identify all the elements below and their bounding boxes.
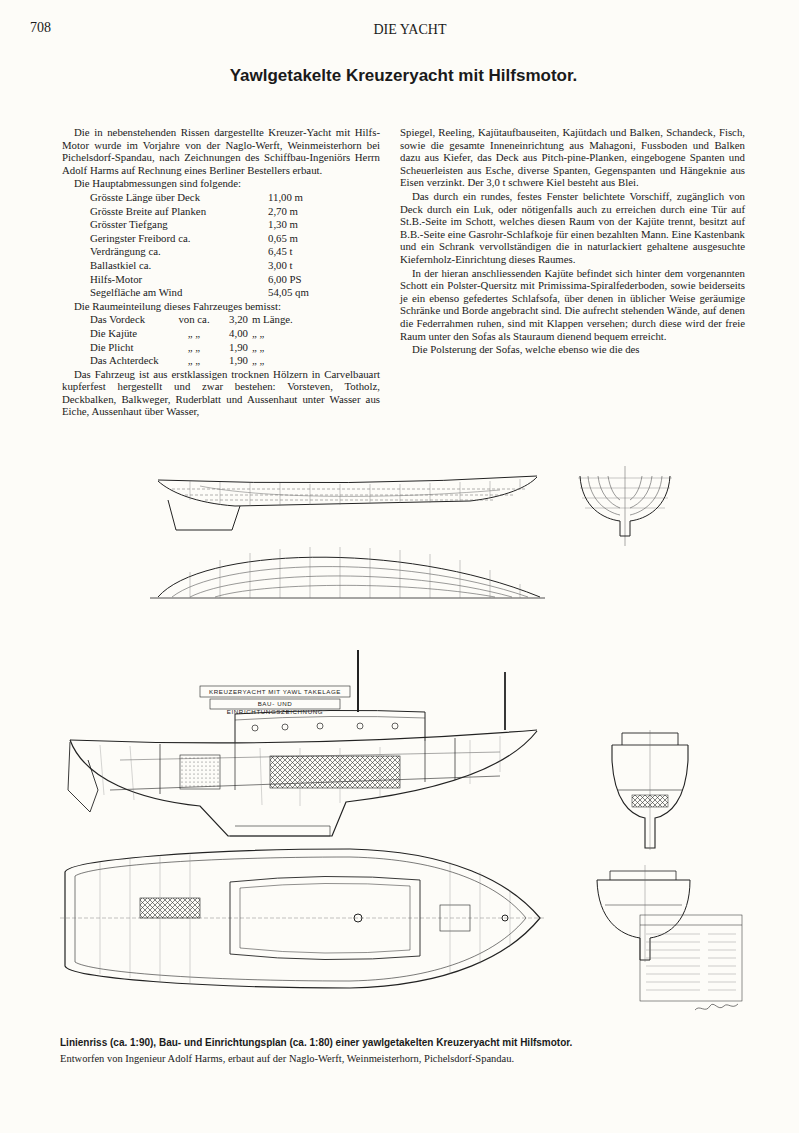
table-cell: „ „ <box>252 341 312 354</box>
table-key: Segelfläche am Wind <box>90 286 262 299</box>
table-cell: „ „ <box>252 327 312 340</box>
table-value: 2,70 m <box>268 205 338 218</box>
body-paragraph: Das Fahrzeug ist aus erstklassigen trock… <box>62 368 380 418</box>
table-key: Geringster Freibord ca. <box>90 232 262 245</box>
table-key: Grösste Länge über Deck <box>90 191 262 204</box>
table-key: Grösste Breite auf Planken <box>90 205 262 218</box>
section-heading: Die Raumeinteilung dieses Fahrzeuges bem… <box>62 300 380 313</box>
table-key: Hilfs-Motor <box>90 273 262 286</box>
table-value: 54,05 qm <box>268 286 338 299</box>
lines-body-plan <box>578 466 672 546</box>
caption-credit: Entworfen von Ingenieur Adolf Harms, erb… <box>60 1052 760 1065</box>
midship-section <box>612 730 688 850</box>
construction-plan-view <box>60 849 545 988</box>
table-cell: von ca. <box>172 313 216 326</box>
table-key: Die Kajüte <box>90 327 170 340</box>
body-paragraph: In der hieran anschliessenden Kajüte bef… <box>400 267 745 343</box>
table-value: 11,00 m <box>268 191 338 204</box>
table-key: Die Plicht <box>90 341 170 354</box>
page-number: 708 <box>30 20 70 36</box>
dimension-table <box>640 915 742 1001</box>
table-cell: „ „ <box>172 341 216 354</box>
lines-profile <box>158 476 537 530</box>
table-cell: m Länge. <box>252 313 312 326</box>
signature-scribble <box>695 1004 738 1010</box>
table-cell: „ „ <box>172 354 216 367</box>
body-paragraph: Die Polsterung der Sofas, welche ebenso … <box>400 343 745 356</box>
table-value: 1,90 <box>216 341 248 354</box>
journal-header: DIE YACHT <box>300 22 520 38</box>
table-value: 1,30 m <box>268 218 338 231</box>
article-title: Yawlgetakelte Kreuzeryacht mit Hilfsmoto… <box>62 66 745 86</box>
body-paragraph: Das durch ein rundes, festes Fenster bel… <box>400 190 745 266</box>
table-value: 4,00 <box>216 327 248 340</box>
table-value: 6,45 t <box>268 245 338 258</box>
table-key: Verdrängung ca. <box>90 245 262 258</box>
table-key: Das Achterdeck <box>90 354 170 367</box>
drawing-subtitle: BAU- UND EINRICHTUNGSZEICHNUNG <box>210 700 340 716</box>
construction-profile <box>68 650 537 836</box>
table-key: Ballastkiel ca. <box>90 259 262 272</box>
drawing-title: KREUZERYACHT MIT YAWL TAKELAGE <box>200 688 350 696</box>
section-heading: Die Hauptabmessungen sind folgende: <box>62 177 380 190</box>
table-cell: „ „ <box>172 327 216 340</box>
figure-caption: Linienriss (ca. 1:90), Bau- und Einricht… <box>60 1036 760 1049</box>
table-value: 3,20 <box>216 313 248 326</box>
table-value: 0,65 m <box>268 232 338 245</box>
table-value: 3,00 t <box>268 259 338 272</box>
table-value: 6,00 PS <box>268 273 338 286</box>
table-key: Das Vordeck <box>90 313 170 326</box>
body-paragraph: Spiegel, Reeling, Kajütaufbauseiten, Kaj… <box>400 126 745 189</box>
body-paragraph: Die in nebenstehenden Rissen dargestellt… <box>62 126 380 176</box>
table-key: Grösster Tiefgang <box>90 218 262 231</box>
table-value: 1,90 <box>216 354 248 367</box>
table-cell: „ „ <box>252 354 312 367</box>
lines-half-breadth <box>150 547 545 598</box>
second-section <box>597 865 690 962</box>
